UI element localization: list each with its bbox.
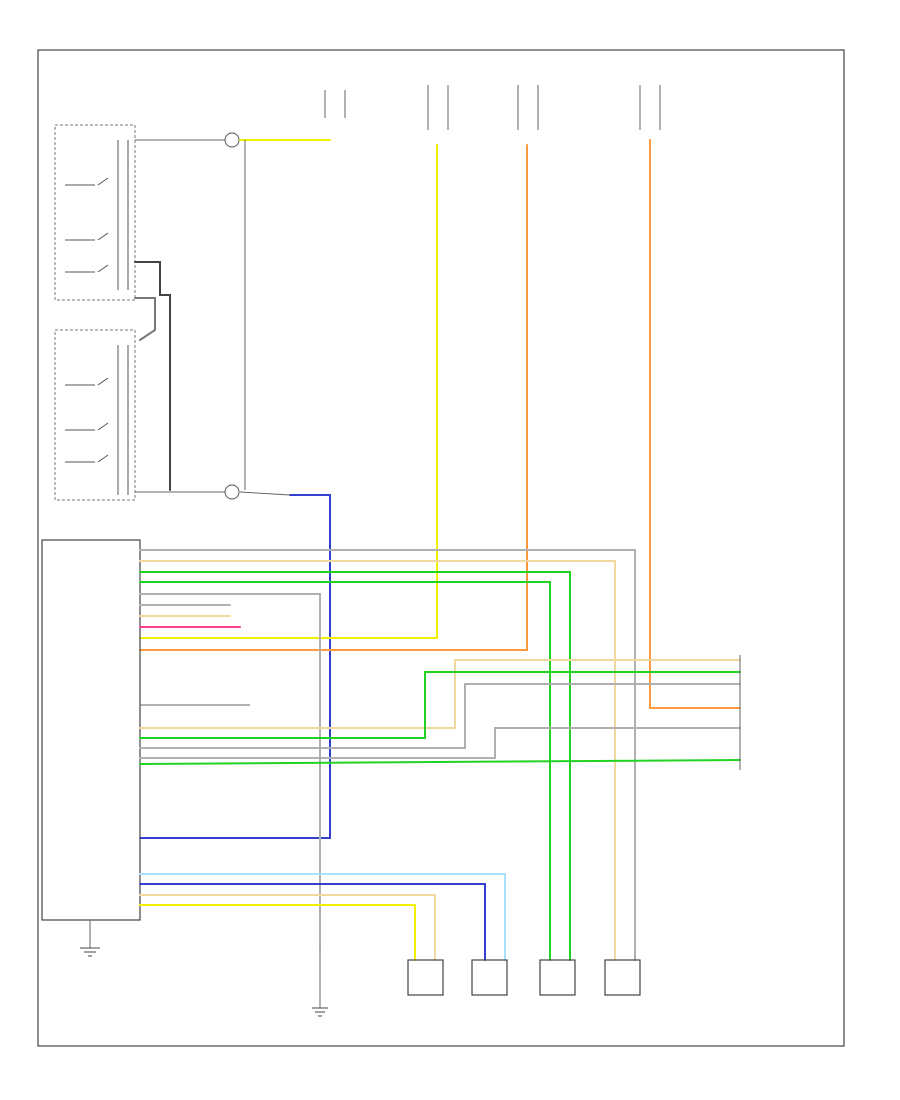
fuse-feed-wire-2: [139, 144, 528, 651]
amp-wire-3: [139, 683, 741, 749]
fuse-header-2: [517, 85, 539, 130]
lower-switch-feed-wire: [139, 494, 331, 839]
upper-clockspring-connector: [224, 132, 240, 148]
speaker-group: [407, 959, 641, 996]
amp-wire-2: [139, 671, 741, 739]
radio-wire-5: [139, 593, 321, 949]
black-harness-wire-2: [134, 297, 156, 341]
fuse-feed-wire-3: [649, 139, 741, 709]
speaker-wire-1: [139, 873, 506, 961]
lower-switch-group: [65, 345, 129, 495]
amp-wire-1: [139, 659, 741, 729]
right-steering-wheel-controls-box: [54, 329, 136, 501]
speaker-wire-3: [139, 894, 436, 961]
radio-wire-1: [139, 549, 636, 961]
left-steering-wheel-controls-box: [54, 124, 136, 301]
speaker-wire-4: [139, 904, 416, 961]
radio-ground-icon: [80, 947, 100, 957]
diagram-frame: [37, 49, 845, 1047]
fuse-feed-wire-1: [139, 144, 438, 639]
lower-feed-black: [239, 491, 291, 496]
radio-wire-3: [139, 571, 571, 961]
black-harness-wire: [134, 261, 171, 491]
fuse-header-1: [427, 85, 449, 130]
fuse-box-top: [324, 90, 346, 118]
left-rear-speaker: [407, 959, 444, 996]
radio-wire-4: [139, 581, 551, 961]
fuse-header-3: [639, 85, 661, 130]
amp-wire-5: [139, 759, 741, 765]
chassis-ground-icon: [312, 1007, 328, 1017]
upper-switch-group: [65, 140, 129, 290]
radio-wire-2: [139, 560, 616, 961]
right-rear-speaker: [471, 959, 508, 996]
left-front-speaker: [604, 959, 641, 996]
right-front-speaker: [539, 959, 576, 996]
lower-clockspring-connector: [224, 484, 240, 500]
amp-wire-4: [139, 727, 741, 759]
radio-body: [41, 539, 141, 921]
speaker-wire-2: [139, 883, 486, 961]
